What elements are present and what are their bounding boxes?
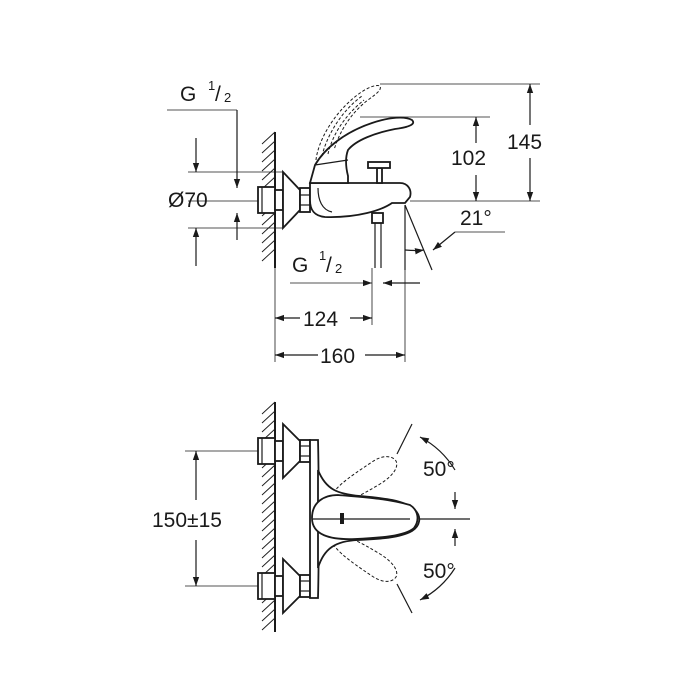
wall-hatch-line <box>261 482 276 496</box>
depth-total-label: 160 <box>320 345 355 368</box>
height-total-dimension: 145 <box>507 84 542 201</box>
lower-angle-line <box>396 583 413 614</box>
wall-hatch-line <box>261 401 276 415</box>
wall-hatch-line <box>261 131 276 145</box>
wall-hatch-line <box>261 167 276 181</box>
side-view: Ø70 G 1 / 2 G 1 / 2 21° <box>167 78 542 368</box>
svg-text:/: / <box>326 254 332 277</box>
wall-hatch-line <box>261 230 276 244</box>
height-body-label: 102 <box>451 147 486 170</box>
handle-raised-ghost <box>315 85 381 161</box>
indicator-dot <box>340 513 344 524</box>
wall-connector-side <box>257 169 311 231</box>
depth-outlet-dimension: 124 <box>275 308 372 331</box>
svg-text:/: / <box>215 83 221 106</box>
height-total-label: 145 <box>507 131 542 154</box>
wall-hatch-line <box>261 545 276 559</box>
spout-angle-dimension: 21° <box>404 207 505 255</box>
wall-hatch-line <box>261 527 276 541</box>
wall-hatch-line <box>261 518 276 532</box>
handle-side <box>308 116 415 184</box>
centres-dimension: 150±15 <box>152 450 258 587</box>
diverter-knob-side <box>367 161 391 184</box>
inlet-thread-label: G 1 / 2 <box>180 78 231 106</box>
wall-hatch-line <box>261 599 276 613</box>
upper-angle-arc <box>419 436 456 471</box>
outlet-thread-num: 1 <box>319 248 326 263</box>
wall-hatch-line <box>261 554 276 568</box>
wall-hatch-line <box>261 500 276 514</box>
wall-hatch-line <box>261 419 276 433</box>
depth-outlet-label: 124 <box>303 308 338 331</box>
wall-hatch-line <box>261 509 276 523</box>
handle-front <box>311 469 421 569</box>
outlet-nipple <box>371 212 384 268</box>
outlet-thread-den: 2 <box>335 261 342 276</box>
lower-connector-front <box>257 556 311 616</box>
spout-angle-line <box>404 204 433 271</box>
outlet-thread-base: G <box>292 254 308 277</box>
wall-hatch-line <box>261 608 276 622</box>
handle-lower-ghost <box>329 533 398 582</box>
wall-hatch-line <box>261 536 276 550</box>
spout-angle-label: 21° <box>460 207 492 230</box>
wall-hatch-line <box>261 617 276 631</box>
inlet-thread-base: G <box>180 83 196 106</box>
lower-angle-label: 50° <box>423 560 455 583</box>
inlet-thread-num: 1 <box>208 78 215 93</box>
diameter-dimension: Ø70 <box>167 109 241 266</box>
upper-angle-line <box>396 423 413 455</box>
handle-upper-ghost <box>329 456 398 504</box>
diameter-label: Ø70 <box>168 189 208 212</box>
mixer-body-side <box>309 182 412 218</box>
wall-hatch-line <box>261 410 276 424</box>
height-body-dimension: 102 <box>451 117 486 201</box>
upper-angle-label: 50° <box>423 458 455 481</box>
lower-angle-arc <box>419 567 456 601</box>
wall-hatch-line <box>261 239 276 253</box>
front-view: 50° 50° 150±15 <box>152 401 470 632</box>
upper-connector-front <box>257 421 311 481</box>
wall-hatch-line <box>261 158 276 172</box>
wall-hatch-line <box>261 140 276 154</box>
depth-total-dimension: 160 <box>275 345 405 368</box>
wall-hatch-line <box>261 149 276 163</box>
wall-hatch-line <box>261 212 276 226</box>
wall-hatch-line <box>261 464 276 478</box>
centres-label: 150±15 <box>152 509 222 532</box>
outlet-thread-label: G 1 / 2 <box>290 248 420 287</box>
inlet-thread-den: 2 <box>224 90 231 105</box>
wall-hatch-line <box>261 491 276 505</box>
wall-hatch-line <box>261 248 276 262</box>
wall-hatch-line <box>261 473 276 487</box>
